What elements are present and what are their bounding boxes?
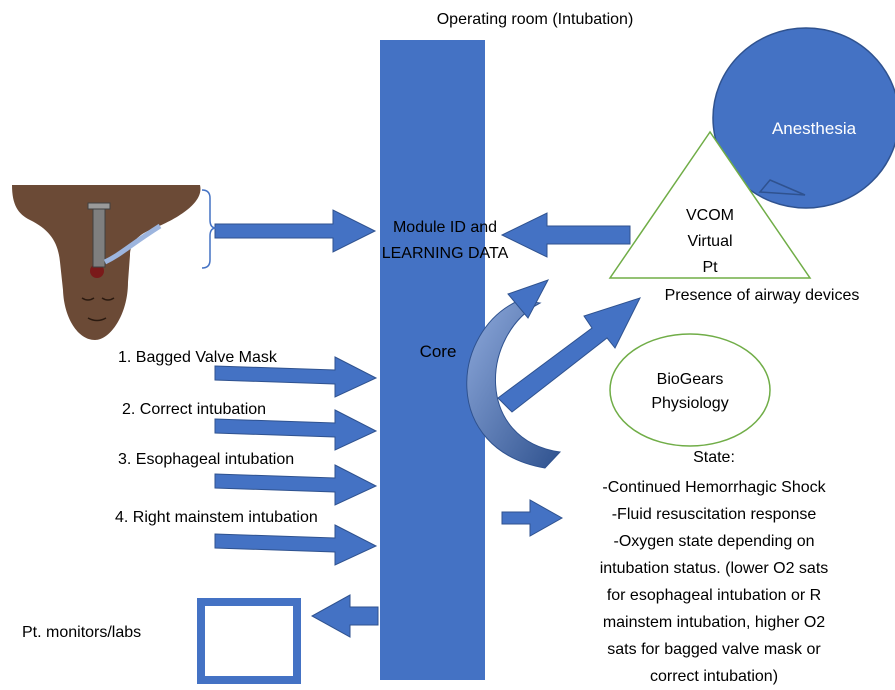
- core-label: Core: [420, 342, 457, 361]
- patient-monitor-box: [197, 598, 301, 684]
- input-esophageal-intubation: 3. Esophageal intubation: [118, 451, 294, 468]
- input-arrow-2: [214, 409, 378, 451]
- input-arrow-1: [214, 356, 378, 398]
- core-column: [380, 40, 485, 680]
- diagram-title: Operating room (Intubation): [437, 11, 634, 28]
- endotracheal-tube-icon: [92, 204, 106, 268]
- virtual-label: Virtual: [687, 233, 732, 250]
- input-correct-intubation: 2. Correct intubation: [122, 401, 266, 418]
- state-line: -Oxygen state depending on: [613, 533, 814, 550]
- state-heading: State:: [693, 449, 735, 466]
- core-to-monitor-arrow: [310, 594, 379, 638]
- state-line: -Continued Hemorrhagic Shock: [602, 479, 826, 496]
- anesthesia-label: Anesthesia: [772, 119, 857, 138]
- vcom-virtual-patient-triangle: VCOM Virtual Pt: [608, 130, 812, 279]
- state-line: sats for bagged valve mask or: [607, 641, 821, 658]
- vcom-to-core-arrow: [500, 212, 631, 258]
- state-description: State: -Continued Hemorrhagic Shock -Flu…: [600, 449, 829, 685]
- input-bagged-valve-mask: 1. Bagged Valve Mask: [118, 349, 278, 366]
- module-id-label: Module ID and: [393, 219, 497, 236]
- monitors-label: Pt. monitors/labs: [22, 624, 141, 641]
- state-line: for esophageal intubation or R: [607, 587, 821, 604]
- state-line: mainstem intubation, higher O2: [603, 614, 825, 631]
- input-right-mainstem-intubation: 4. Right mainstem intubation: [115, 509, 318, 526]
- state-line: intubation status. (lower O2 sats: [600, 560, 829, 577]
- core-to-state-arrow: [501, 499, 564, 537]
- biogears-label: BioGears: [657, 371, 724, 388]
- biogears-physiology-ellipse: BioGears Physiology: [609, 333, 771, 447]
- curved-arrow: [466, 279, 562, 469]
- airway-devices-label: Presence of airway devices: [665, 287, 860, 304]
- diagonal-arrow: [497, 297, 641, 413]
- input-arrow-4: [214, 524, 378, 566]
- state-line: correct intubation): [650, 668, 778, 685]
- physiology-label: Physiology: [651, 395, 728, 412]
- input-arrow-3: [214, 464, 378, 506]
- patient-head-image: [12, 185, 201, 340]
- patient-to-core-arrow: [214, 209, 377, 253]
- pt-label: Pt: [702, 259, 718, 276]
- state-line: -Fluid resuscitation response: [612, 506, 817, 523]
- learning-data-label: LEARNING DATA: [382, 245, 509, 262]
- patient-bracket: [201, 189, 217, 269]
- vcom-label: VCOM: [686, 207, 734, 224]
- anesthesia-speech-bubble: Anesthesia: [712, 27, 895, 209]
